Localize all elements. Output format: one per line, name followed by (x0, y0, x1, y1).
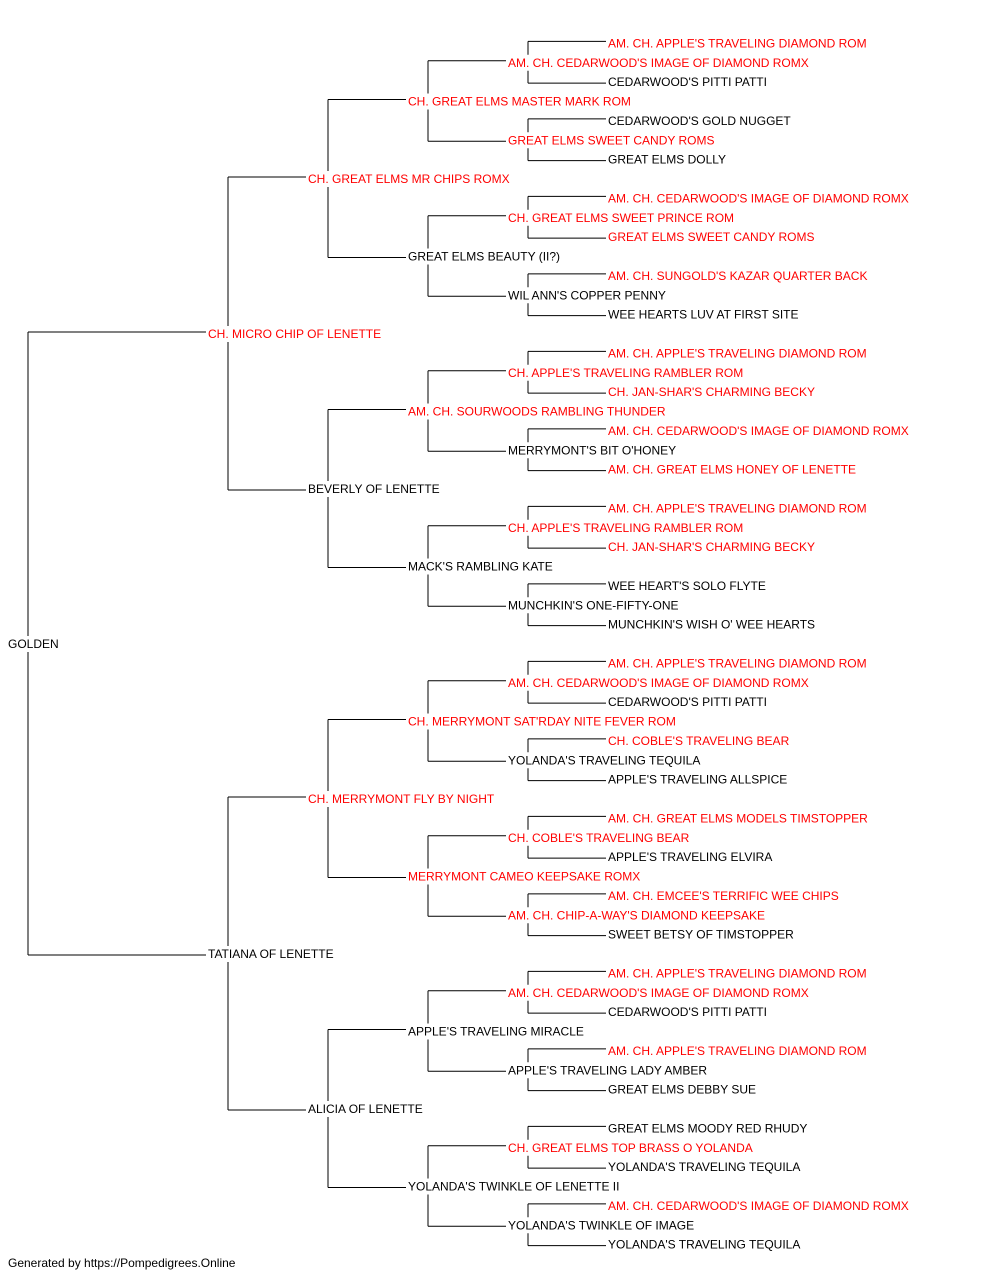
dog-name-gen5: APPLE'S TRAVELING ELVIRA (608, 850, 772, 864)
dog-name-gen4: AM. CH. CHIP-A-WAY'S DIAMOND KEEPSAKE (508, 908, 765, 922)
dog-name-gen5: YOLANDA'S TRAVELING TEQUILA (608, 1238, 800, 1252)
dog-name-gen5: AM. CH. APPLE'S TRAVELING DIAMOND ROM (608, 501, 867, 515)
dog-name-gen5: CH. JAN-SHAR'S CHARMING BECKY (608, 385, 815, 399)
dog-name-gen3: APPLE'S TRAVELING MIRACLE (408, 1025, 584, 1039)
dog-name-gen1: CH. MICRO CHIP OF LENETTE (208, 327, 381, 341)
dog-name-gen3: CH. GREAT ELMS MASTER MARK ROM (408, 95, 631, 109)
dog-name-gen4: MUNCHKIN'S ONE-FIFTY-ONE (508, 598, 679, 612)
dog-name-gen2: CH. MERRYMONT FLY BY NIGHT (308, 792, 495, 806)
dog-name-gen5: APPLE'S TRAVELING ALLSPICE (608, 773, 787, 787)
dog-name-gen3: MACK'S RAMBLING KATE (408, 560, 553, 574)
dog-name-gen1: TATIANA OF LENETTE (208, 947, 334, 961)
dog-name-gen5: CH. COBLE'S TRAVELING BEAR (608, 734, 790, 748)
dog-name-gen2: CH. GREAT ELMS MR CHIPS ROMX (308, 172, 510, 186)
dog-name-gen3: CH. MERRYMONT SAT'RDAY NITE FEVER ROM (408, 715, 676, 729)
dog-name-gen4: CH. APPLE'S TRAVELING RAMBLER ROM (508, 366, 743, 380)
dog-name-gen4: AM. CH. CEDARWOOD'S IMAGE OF DIAMOND ROM… (508, 56, 809, 70)
dog-name-gen4: YOLANDA'S TRAVELING TEQUILA (508, 753, 700, 767)
dog-name-gen5: YOLANDA'S TRAVELING TEQUILA (608, 1160, 800, 1174)
dog-name-gen4: CH. GREAT ELMS SWEET PRINCE ROM (508, 211, 734, 225)
dog-name-gen3: GREAT ELMS BEAUTY (II?) (408, 250, 560, 264)
dog-name-gen4: YOLANDA'S TWINKLE OF IMAGE (508, 1218, 694, 1232)
dog-name-gen5: CEDARWOOD'S GOLD NUGGET (608, 114, 791, 128)
dog-name-gen5: AM. CH. APPLE'S TRAVELING DIAMOND ROM (608, 656, 867, 670)
dog-name-gen5: AM. CH. CEDARWOOD'S IMAGE OF DIAMOND ROM… (608, 1199, 909, 1213)
dog-name-gen4: CH. COBLE'S TRAVELING BEAR (508, 831, 690, 845)
dog-name-gen4: WIL ANN'S COPPER PENNY (508, 288, 666, 302)
dog-name-gen5: AM. CH. CEDARWOOD'S IMAGE OF DIAMOND ROM… (608, 191, 909, 205)
dog-name-gen5: GREAT ELMS DEBBY SUE (608, 1083, 756, 1097)
dog-name-gen5: WEE HEART'S SOLO FLYTE (608, 579, 766, 593)
dog-name-gen5: AM. CH. GREAT ELMS HONEY OF LENETTE (608, 463, 856, 477)
dog-name-gen5: AM. CH. EMCEE'S TERRIFIC WEE CHIPS (608, 889, 839, 903)
dog-name-gen5: AM. CH. SUNGOLD'S KAZAR QUARTER BACK (608, 269, 867, 283)
dog-name-gen5: AM. CH. APPLE'S TRAVELING DIAMOND ROM (608, 36, 867, 50)
footer-credit: Generated by https://Pompedigrees.Online (8, 1256, 236, 1270)
dog-name-gen2: ALICIA OF LENETTE (308, 1102, 423, 1116)
dog-name-gen3: AM. CH. SOURWOODS RAMBLING THUNDER (408, 405, 666, 419)
dog-name-gen0: GOLDEN (8, 637, 59, 651)
dog-name-gen4: AM. CH. CEDARWOOD'S IMAGE OF DIAMOND ROM… (508, 676, 809, 690)
dog-name-gen5: AM. CH. APPLE'S TRAVELING DIAMOND ROM (608, 1044, 867, 1058)
dog-name-gen3: YOLANDA'S TWINKLE OF LENETTE II (408, 1180, 619, 1194)
dog-name-gen5: MUNCHKIN'S WISH O' WEE HEARTS (608, 618, 815, 632)
dog-name-gen4: GREAT ELMS SWEET CANDY ROMS (508, 133, 714, 147)
dog-name-gen5: CH. JAN-SHAR'S CHARMING BECKY (608, 540, 815, 554)
dog-name-gen5: WEE HEARTS LUV AT FIRST SITE (608, 308, 799, 322)
dog-name-gen5: CEDARWOOD'S PITTI PATTI (608, 75, 767, 89)
dog-name-gen4: CH. GREAT ELMS TOP BRASS O YOLANDA (508, 1141, 753, 1155)
dog-name-gen2: BEVERLY OF LENETTE (308, 482, 440, 496)
dog-name-gen5: GREAT ELMS MOODY RED RHUDY (608, 1121, 807, 1135)
dog-name-gen5: GREAT ELMS SWEET CANDY ROMS (608, 230, 814, 244)
dog-name-gen5: GREAT ELMS DOLLY (608, 153, 726, 167)
dog-name-gen5: CEDARWOOD'S PITTI PATTI (608, 695, 767, 709)
dog-name-gen5: CEDARWOOD'S PITTI PATTI (608, 1005, 767, 1019)
dog-name-gen4: AM. CH. CEDARWOOD'S IMAGE OF DIAMOND ROM… (508, 986, 809, 1000)
dog-name-gen5: AM. CH. APPLE'S TRAVELING DIAMOND ROM (608, 346, 867, 360)
dog-name-gen4: CH. APPLE'S TRAVELING RAMBLER ROM (508, 521, 743, 535)
dog-name-gen5: AM. CH. GREAT ELMS MODELS TIMSTOPPER (608, 811, 868, 825)
dog-name-gen5: AM. CH. CEDARWOOD'S IMAGE OF DIAMOND ROM… (608, 424, 909, 438)
dog-name-gen4: MERRYMONT'S BIT O'HONEY (508, 443, 676, 457)
dog-name-gen4: APPLE'S TRAVELING LADY AMBER (508, 1063, 707, 1077)
dog-name-gen3: MERRYMONT CAMEO KEEPSAKE ROMX (408, 870, 640, 884)
dog-name-gen5: AM. CH. APPLE'S TRAVELING DIAMOND ROM (608, 966, 867, 980)
dog-name-gen5: SWEET BETSY OF TIMSTOPPER (608, 928, 794, 942)
